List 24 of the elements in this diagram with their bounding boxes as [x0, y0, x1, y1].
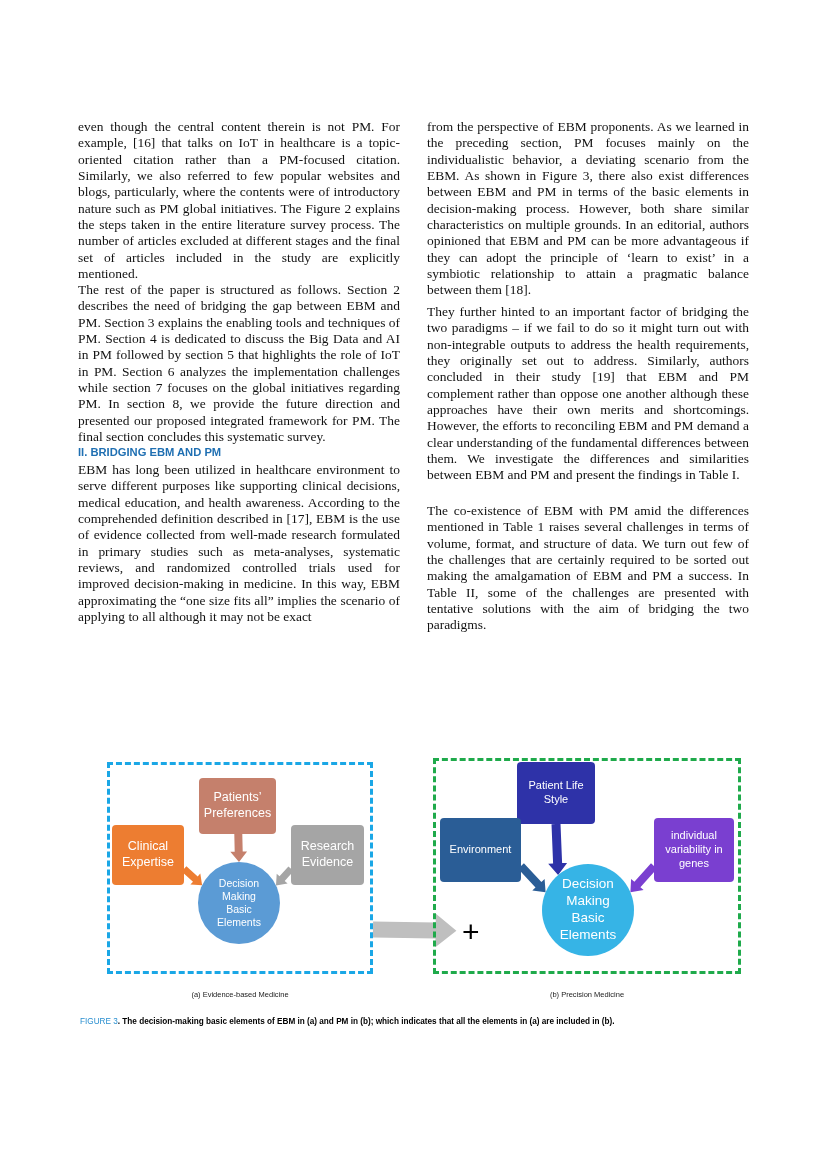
figure-caption: FIGURE 3. The decision-making basic elements of EBM in (a) and PM in (b); which indicates that all the elements in (a) are included in (b).: [80, 1017, 615, 1026]
circle-node: Decision Making Basic Elements: [198, 862, 280, 944]
rounded-box: Patient Life Style: [517, 762, 595, 824]
paragraph: from the perspective of EBM proponents. As we learned in the preceding section, PM focuses mainly on the individualistic behavior, a deviating scenario from the EBM. As shown in Figure 3, there also exist differences between EBM and PM in terms of the basic elements in decision-making process. However, both share similar characteristics on multiple grounds. In an editorial, authors opinioned that EBM and PM can be more advantageous if they can adopt the principle of ‘learn to exist’ in a symbiotic relationship to attain a pragmatic balance between them [18].: [427, 119, 749, 299]
paragraph: even though the central content therein is not PM. For example, [16] that talks on IoT in healthcare is a topic-oriented citation rather than a PM-focused citation. Similarly, we also referred to few popular websites and blogs, particularly, where the contents were of introductory nature such as PM global initiatives. The Figure 2 explains the steps taken in the entire literature survey process. The number of articles excluded at different stages and the final set of articles included in the study are explicitly mentioned.: [78, 119, 400, 283]
paragraph: The rest of the paper is structured as follows. Section 2 describes the need of bridging the gap between EBM and PM. Section 3 explains the enabling tools and techniques of PM. Section 4 is dedicated to discuss the Big Data and AI in PM followed by section 5 that highlights the role of IoT in PM. Section 6 analyzes the implementation challenges while section 7 focuses on the global initiatives regarding PM. In section 8, we provide the future direction and presented our proposed integrated framework for PM. The final section concludes this systematic survey.: [78, 282, 400, 446]
paragraph: The co-existence of EBM with PM amid the differences mentioned in Table 1 raises several challenges in terms of volume, format, and structure of data. We turn out few of the challenges that are certainly required to be sorted out making the amalgamation of EBM and PM a success. In Table II, some of the challenges are presented with tentative solutions with the aim of bridging the two paradigms.: [427, 503, 749, 634]
rounded-box: Environment: [440, 818, 521, 882]
rounded-box: Research Evidence: [291, 825, 364, 885]
arrow: [518, 863, 546, 893]
arrow: [276, 866, 294, 886]
arrow: [630, 863, 657, 893]
rounded-box: Patients’ Preferences: [199, 778, 276, 834]
arrow: [181, 866, 203, 886]
paragraph: EBM has long been utilized in healthcare environment to serve different purposes like supporting clinical decisions, medical education, and health awareness. According to the comprehended definition described in [17], EBM is the use of evidence collected from well-made research formulated in primary studies such as meta-analyses, systematic reviews, and randomized controlled trials used for improved decision-making in medicine. In this way, EBM approximating the “one size fits all” implies the scenario of applying to all although it may not be exact: [78, 462, 400, 626]
arrow: [548, 823, 568, 875]
paragraph: They further hinted to an important factor of bridging the two paradigms – if we fail to do so it might turn out with non-integrable outputs to address the health requirements, they originally set out to address. Similarly, authors concluded in their study [19] that EBM and PM complement rather than oppose one another although these approaches have their own merits and shortcomings. However, the efforts to reconciling EBM and PM demand a clear understanding of the fundamental differences between them. We investigate the differences and similarities between EBM and PM and present the findings in Table I.: [427, 304, 749, 484]
rounded-box: individual variability in genes: [654, 818, 734, 882]
circle-node: Decision Making Basic Elements: [542, 864, 634, 956]
section-heading: II. BRIDGING EBM AND PM: [78, 446, 222, 458]
plus-sign: +: [462, 917, 480, 947]
block-arrow: [372, 913, 457, 948]
arrow: [230, 833, 248, 862]
rounded-box: Clinical Expertise: [112, 825, 184, 885]
